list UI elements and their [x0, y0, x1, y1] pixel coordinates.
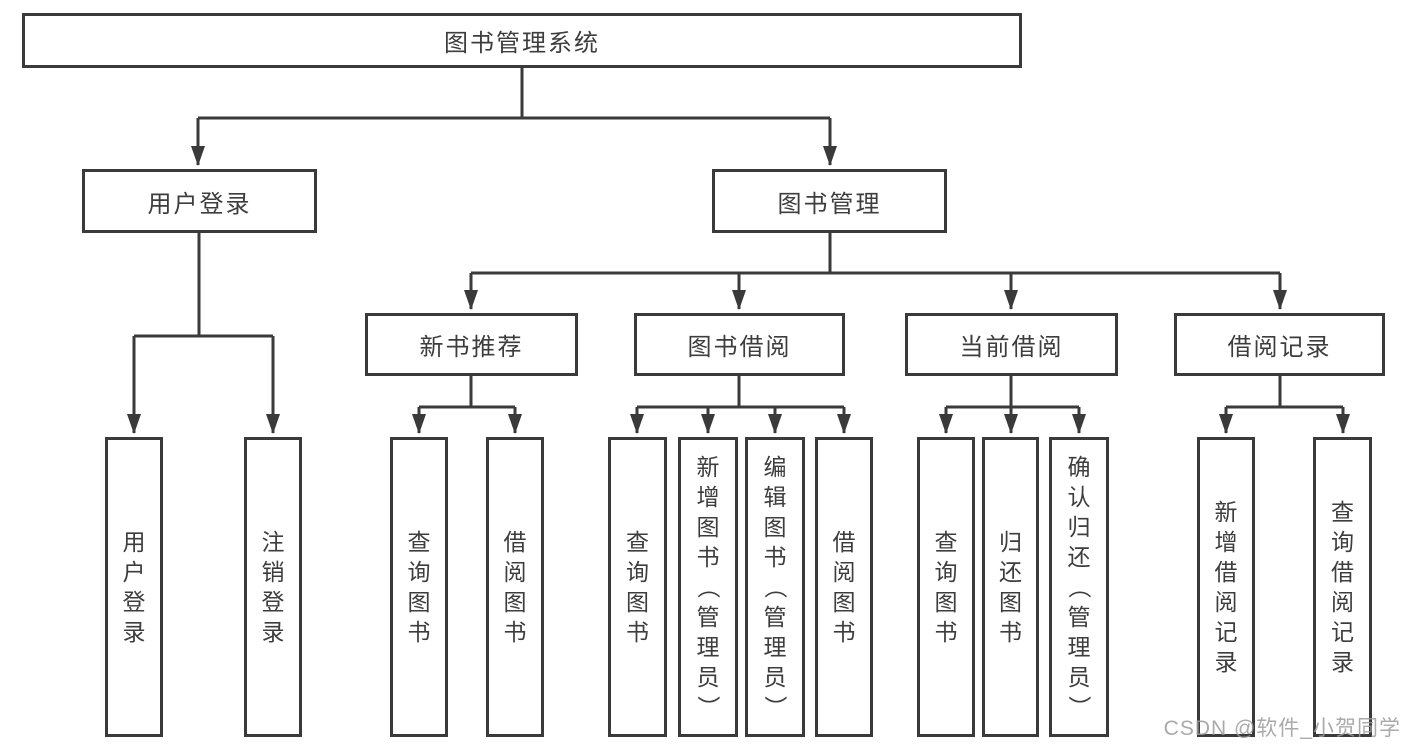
node-label: 查询图书 [407, 529, 431, 645]
node-leaf-add-borrow-record: 新增借阅记录 [1197, 437, 1255, 737]
node-label: 确认归还（管理员） [1066, 454, 1092, 719]
node-label: 借阅记录 [1227, 334, 1332, 361]
node-label: 新增借阅记录 [1214, 499, 1238, 675]
node-leaf-query-books-1: 查询图书 [390, 437, 448, 737]
node-library-management-system: 图书管理系统 [22, 13, 1022, 68]
node-leaf-borrow-books-1: 借阅图书 [486, 437, 544, 737]
node-label: 用户登录 [147, 190, 252, 218]
node-book-management-branch: 图书管理 [712, 169, 947, 233]
node-leaf-query-books-2: 查询图书 [608, 437, 667, 737]
csdn-watermark: CSDN @软件_小贺同学 [1163, 717, 1401, 740]
node-label: 用户登录 [122, 529, 146, 645]
node-label: 图书借阅 [687, 334, 792, 361]
node-new-book-recommendation: 新书推荐 [365, 313, 578, 376]
node-leaf-query-borrow-record: 查询借阅记录 [1313, 437, 1372, 737]
node-leaf-borrow-books-2: 借阅图书 [815, 437, 873, 737]
node-label: 查询图书 [934, 529, 958, 645]
node-leaf-user-login: 用户登录 [105, 437, 163, 737]
node-label: 新书推荐 [419, 334, 524, 361]
node-label: 查询借阅记录 [1331, 499, 1354, 675]
node-leaf-logout: 注销登录 [244, 437, 302, 737]
node-book-borrowing: 图书借阅 [634, 313, 845, 376]
node-label: 当前借阅 [959, 334, 1064, 361]
node-leaf-edit-books-admin: 编辑图书（管理员） [745, 437, 805, 737]
node-label: 新增图书（管理员） [695, 454, 721, 719]
node-label: 图书管理 [777, 190, 882, 218]
node-label: 查询图书 [626, 529, 649, 645]
node-leaf-query-books-3: 查询图书 [917, 437, 975, 737]
node-label: 借阅图书 [503, 529, 527, 645]
node-current-borrowing: 当前借阅 [905, 313, 1118, 376]
node-label: 归还图书 [999, 529, 1022, 645]
node-label: 图书管理系统 [444, 30, 600, 57]
node-leaf-add-books-admin: 新增图书（管理员） [678, 437, 738, 737]
node-user-login-branch: 用户登录 [82, 169, 317, 233]
node-label: 编辑图书（管理员） [762, 454, 788, 719]
node-leaf-return-books: 归还图书 [982, 437, 1039, 737]
node-leaf-confirm-return-admin: 确认归还（管理员） [1049, 437, 1109, 737]
node-borrowing-records: 借阅记录 [1174, 313, 1385, 376]
node-label: 注销登录 [261, 529, 285, 645]
node-label: 借阅图书 [832, 529, 856, 645]
